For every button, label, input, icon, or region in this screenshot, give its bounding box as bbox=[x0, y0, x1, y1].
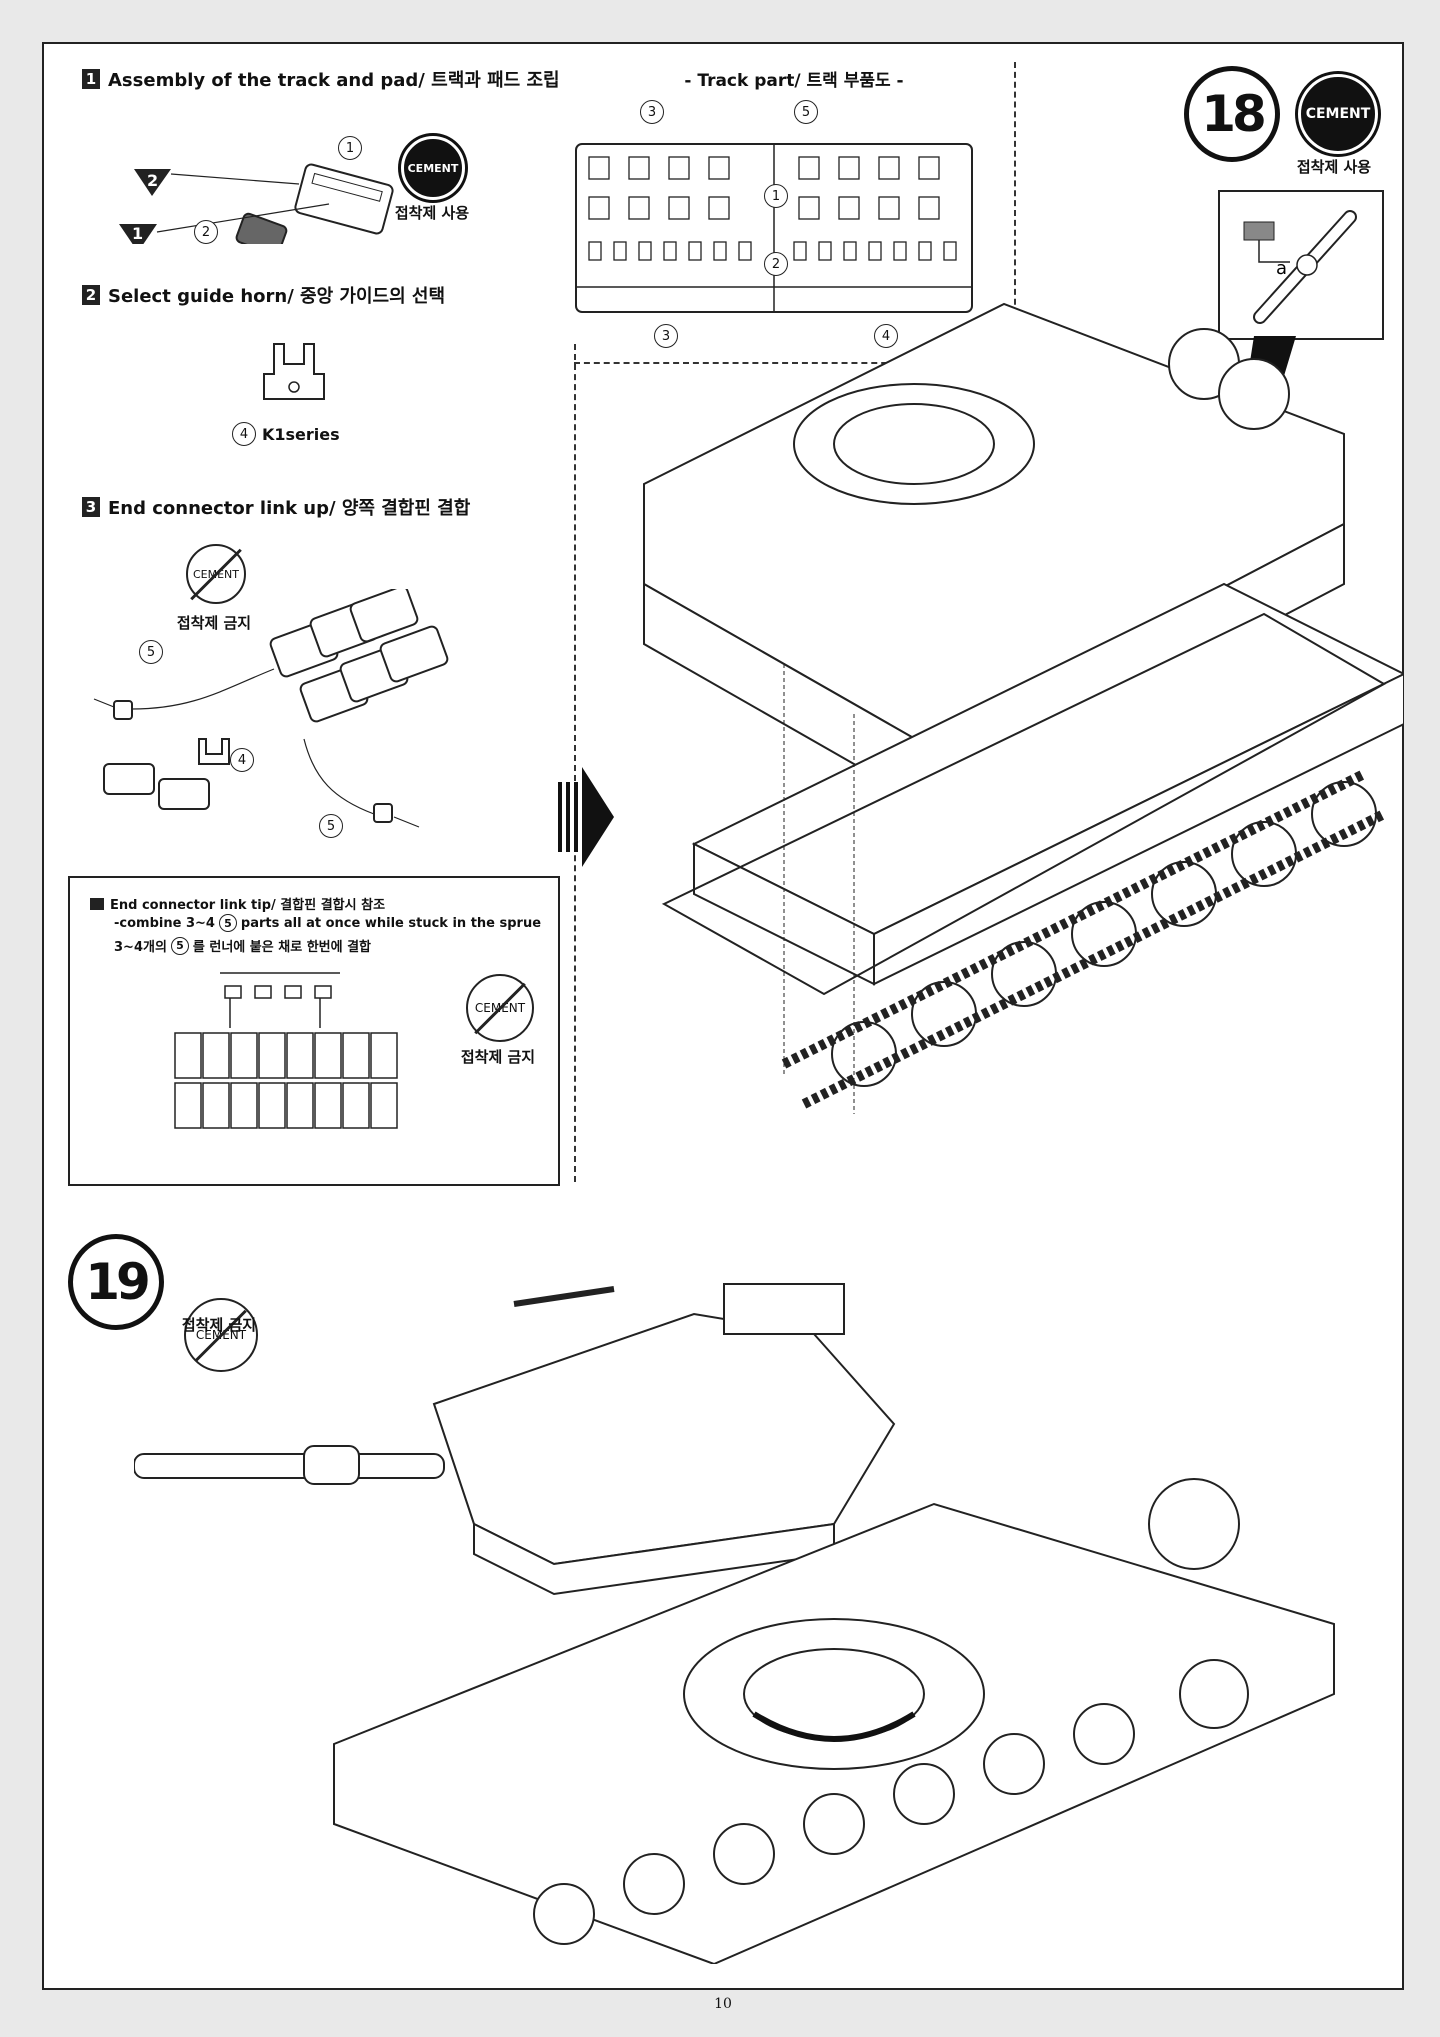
dashed-divider bbox=[574, 344, 577, 1182]
tank-turret bbox=[134, 1283, 896, 1596]
tank-hull bbox=[333, 1478, 1335, 1964]
track-label-3-bottom: 3 bbox=[654, 324, 678, 348]
step-19-badge: 19 bbox=[68, 1234, 164, 1330]
section-2-heading: 2 Select guide horn/ 중앙 가이드의 선택 bbox=[82, 282, 445, 308]
end-connector-diagram bbox=[93, 589, 449, 828]
no-cement-label-19: 접착제 금지 bbox=[181, 1316, 257, 1334]
end-connector-tip-box: End connector link tip/ 결합핀 결합시 참조 -comb… bbox=[68, 876, 560, 1186]
step-18-detail-box: a bbox=[1218, 190, 1384, 340]
track-pad-assembly-diagram: 2 1 bbox=[119, 163, 394, 244]
no-cement-label-s3: 접착제 금지 bbox=[176, 614, 252, 632]
track-pad-part bbox=[235, 212, 288, 244]
tank-road-wheels bbox=[533, 1659, 1249, 1945]
marker-2-text: 2 bbox=[147, 171, 158, 190]
no-cement-label-tip: 접착제 금지 bbox=[460, 1048, 536, 1066]
callout-5-right: 5 bbox=[319, 814, 343, 838]
section-2-title: Select guide horn/ 중앙 가이드의 선택 bbox=[108, 286, 446, 307]
section-1-heading: 1 Assembly of the track and pad/ 트랙과 패드 … bbox=[82, 66, 560, 92]
section-3-number: 3 bbox=[82, 497, 100, 517]
cement-label-s1: 접착제 사용 bbox=[394, 204, 470, 222]
marker-triangle-1 bbox=[119, 224, 157, 244]
track-label-2: 2 bbox=[764, 252, 788, 276]
track-link-part bbox=[294, 163, 394, 235]
marker-1-text: 1 bbox=[132, 224, 143, 243]
step-19-number: 19 bbox=[85, 1253, 151, 1311]
no-cement-icon-19: CEMENT bbox=[184, 1298, 258, 1372]
callout-4: 4 bbox=[230, 748, 254, 772]
step-18-tank-hull-diagram bbox=[643, 302, 1404, 1114]
tip-line-1: -combine 3~4 5 parts all at once while s… bbox=[114, 914, 542, 932]
track-label-4-bottom: 4 bbox=[874, 324, 898, 348]
section-1-title: Assembly of the track and pad/ 트랙과 패드 조립 bbox=[108, 70, 560, 91]
track-part-title: - Track part/ 트랙 부품도 - bbox=[684, 71, 904, 91]
step-18-number: 18 bbox=[1201, 85, 1267, 143]
track-label-3-top: 3 bbox=[640, 100, 664, 124]
flow-arrow-icon bbox=[558, 767, 614, 867]
track-label-1: 1 bbox=[764, 184, 788, 208]
k1series-label: K1series bbox=[262, 424, 340, 444]
instruction-page: 1 Assembly of the track and pad/ 트랙과 패드 … bbox=[42, 42, 1404, 2012]
callout-2: 2 bbox=[194, 220, 218, 244]
rotate-arrow-icon bbox=[752, 1711, 916, 1742]
track-sprue-diagram bbox=[575, 143, 973, 313]
callout-1: 1 bbox=[338, 136, 362, 160]
marker-triangle-2 bbox=[134, 169, 171, 196]
section-2-number: 2 bbox=[82, 285, 100, 305]
part-4-callout: 4 bbox=[232, 422, 256, 446]
tip-line-2: 3~4개의 5 를 런너에 붙은 채로 한번에 결합 bbox=[114, 936, 371, 955]
cement-badge-18: CEMENT bbox=[1298, 74, 1378, 154]
tip-title-row: End connector link tip/ 결합핀 결합시 참조 bbox=[90, 894, 385, 913]
tip-title: End connector link tip/ 결합핀 결합시 참조 bbox=[110, 898, 386, 913]
detail-part-a: a bbox=[1276, 258, 1287, 279]
page-number: 10 bbox=[714, 1996, 732, 2012]
guide-horn-diagram bbox=[263, 343, 325, 400]
step-18-badge: 18 bbox=[1184, 66, 1280, 162]
cement-label-18: 접착제 사용 bbox=[1296, 158, 1372, 176]
track-part-panel: - Track part/ 트랙 부품도 - 3 5 1 2 3 4 x11 bbox=[574, 62, 1016, 364]
step-19-tank-diagram bbox=[134, 1283, 1335, 1964]
tip-sprue-diagram bbox=[174, 972, 398, 1129]
no-cement-icon-s3: CEMENT bbox=[186, 544, 246, 604]
tip-bullet bbox=[90, 897, 104, 910]
callout-5-left: 5 bbox=[139, 640, 163, 664]
cement-badge-s1: CEMENT bbox=[401, 136, 465, 200]
tip-track-grid bbox=[174, 1032, 398, 1129]
section-3-title: End connector link up/ 양쪽 결합핀 결합 bbox=[108, 498, 471, 519]
track-label-5-top: 5 bbox=[794, 100, 818, 124]
detail-diagram: a bbox=[1243, 210, 1357, 324]
part-4-label-group: 4 K1series bbox=[232, 422, 340, 446]
section-3-heading: 3 End connector link up/ 양쪽 결합핀 결합 bbox=[82, 494, 470, 520]
section-1-number: 1 bbox=[82, 69, 100, 89]
no-cement-icon-tip: CEMENT bbox=[466, 974, 534, 1042]
